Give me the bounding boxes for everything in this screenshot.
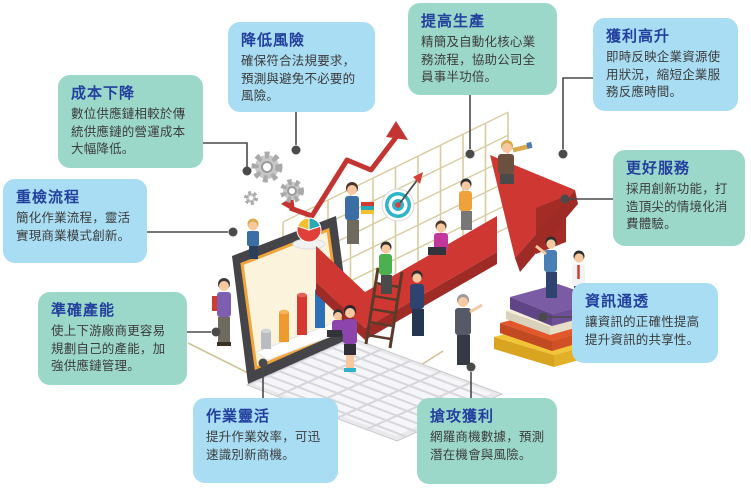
telescope-icon — [512, 141, 533, 153]
card-profit-up: 獲利高升 即時反映企業資源使用狀況，縮短企業服務反應時間。 — [593, 18, 738, 111]
card-body: 採用創新功能，打造頂尖的情境化消費體驗。 — [626, 181, 728, 231]
card-body: 使上下游廠商更容易規劃自己的產能，加強供應鏈管理。 — [51, 323, 166, 373]
card-body: 提升作業效率，可迅速識別新商機。 — [206, 429, 321, 462]
card-flexible-ops: 作業靈活 提升作業效率，可迅速識別新商機。 — [193, 398, 338, 483]
card-capacity: 準確產能 使上下游廠商更容易規劃自己的產能，加強供應鏈管理。 — [38, 292, 187, 385]
person-purple-book — [212, 278, 231, 346]
person-blue-reaching — [535, 236, 557, 298]
pie-chart-icon — [292, 217, 326, 250]
card-better-service: 更好服務 採用創新功能，打造頂尖的情境化消費體驗。 — [613, 150, 745, 246]
card-body: 網羅商機數據，預測潛在機會與風險。 — [430, 429, 545, 462]
card-title: 重檢流程 — [16, 188, 81, 206]
card-risk-down: 降低風險 確保符合法規要求，預測與避免不必要的風險。 — [228, 22, 375, 112]
card-body: 讓資訊的正確性提高提升資訊的共享性。 — [585, 314, 700, 347]
card-body: 即時反映企業資源使用狀況，縮短企業服務反應時間。 — [606, 49, 721, 99]
card-body: 數位供應鏈相較於傳統供應鏈的營運成本大幅降低。 — [71, 106, 186, 156]
card-title: 準確產能 — [51, 301, 116, 319]
card-cost-down: 成本下降 數位供應鏈相較於傳統供應鏈的營運成本大幅降低。 — [58, 75, 203, 168]
trend-line-up-icon — [281, 121, 408, 219]
person-seated-purple — [327, 309, 344, 337]
person-green-on-ladder — [379, 241, 392, 294]
growth-arrow-icon — [316, 155, 578, 340]
target-dart-icon — [381, 172, 423, 222]
card-title: 搶攻獲利 — [430, 407, 495, 425]
person-woman-front — [343, 305, 357, 372]
ladder-icon — [364, 267, 404, 349]
bar-chart-icon — [254, 287, 350, 361]
card-body: 精簡及自動化核心業務流程，協助公司全員事半功倍。 — [421, 34, 536, 84]
card-title: 成本下降 — [71, 84, 136, 102]
card-body: 確保符合法規要求，預測與避免不必要的風險。 — [241, 53, 356, 103]
card-title: 更好服務 — [626, 159, 691, 177]
gears-icon — [244, 151, 304, 205]
connector-lines — [147, 77, 613, 398]
connector-dots — [211, 145, 570, 372]
person-telescope-top — [498, 140, 533, 184]
card-title: 作業靈活 — [206, 407, 271, 425]
card-process-review: 重檢流程 簡化作業流程，靈活實現商業模式創新。 — [3, 179, 147, 263]
card-seize-profit: 搶攻獲利 網羅商機數據，預測潛在機會與風險。 — [417, 398, 557, 484]
climbing-people — [212, 140, 585, 372]
card-title: 提高生產 — [421, 12, 486, 30]
card-body: 簡化作業流程，靈活實現商業模式創新。 — [16, 210, 131, 243]
card-info-transparency: 資訊通透 讓資訊的正確性提高提升資訊的共享性。 — [572, 283, 718, 363]
person-magenta-on-arrow — [428, 220, 448, 255]
card-production-up: 提高生產 精簡及自動化核心業務流程，協助公司全員事半功倍。 — [408, 3, 557, 95]
person-beside-books — [455, 294, 483, 365]
card-title: 降低風險 — [241, 31, 306, 49]
person-suit-on-laptop — [247, 218, 259, 259]
person-books-carrier — [345, 182, 374, 244]
person-orange-vest — [459, 178, 472, 230]
person-navy-ladder-holder — [410, 270, 424, 336]
card-title: 獲利高升 — [606, 27, 671, 45]
card-title: 資訊通透 — [585, 292, 650, 310]
